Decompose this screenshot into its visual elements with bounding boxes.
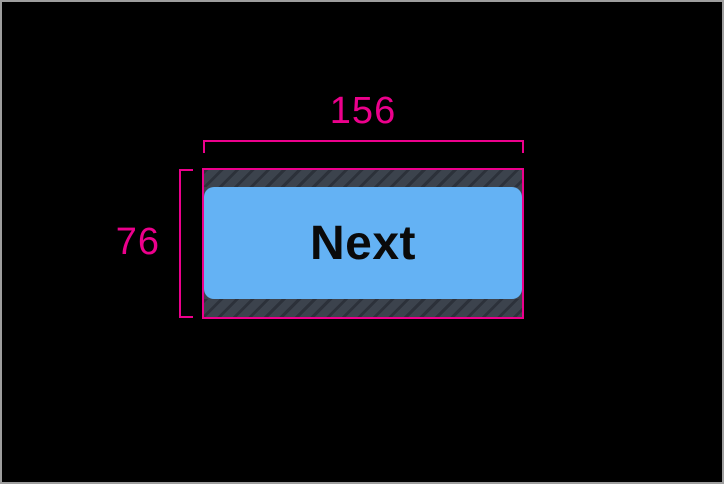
next-button[interactable]: Next xyxy=(204,187,522,299)
width-dimension-label: 156 xyxy=(329,90,397,132)
height-measurement-bracket xyxy=(179,169,193,318)
measured-component-outline: Next xyxy=(202,168,524,319)
next-button-label: Next xyxy=(309,216,417,270)
padding-hatch-bottom xyxy=(204,299,522,317)
width-measurement-bracket xyxy=(203,140,524,153)
padding-hatch-top xyxy=(204,170,522,187)
height-dimension-label: 76 xyxy=(115,221,160,263)
